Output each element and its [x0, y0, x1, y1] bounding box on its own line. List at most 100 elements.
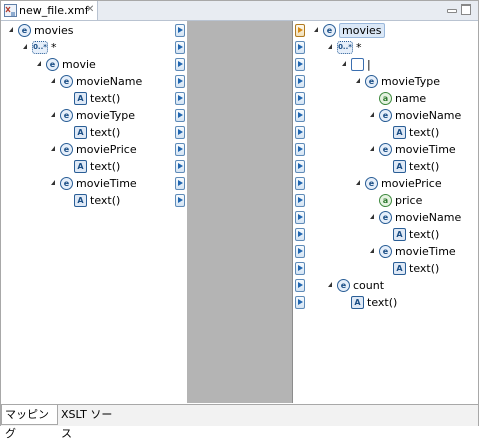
element-icon: e [60, 143, 73, 156]
connector-arrow-icon[interactable] [175, 58, 185, 71]
connector-arrow-icon[interactable] [175, 194, 185, 207]
mapping-area[interactable] [187, 21, 292, 403]
tree-node-label: text() [90, 126, 121, 139]
connector-arrow-icon[interactable] [295, 160, 305, 173]
expand-toggle-icon[interactable] [356, 78, 360, 83]
expand-toggle-icon[interactable] [37, 61, 41, 66]
connector-arrow-icon[interactable] [295, 24, 305, 37]
expand-toggle-icon[interactable] [51, 146, 55, 151]
tree-node-label: text() [409, 262, 440, 275]
expand-toggle-icon[interactable] [328, 44, 332, 49]
connector-arrow-icon[interactable] [175, 143, 185, 156]
connector-arrow-icon[interactable] [175, 177, 185, 190]
tab-xslt-source[interactable]: XSLT ソース [61, 408, 113, 440]
text-node-icon: A [74, 126, 87, 139]
expand-toggle-icon[interactable] [356, 180, 360, 185]
tree-node[interactable]: | [306, 57, 478, 73]
expand-toggle-icon[interactable] [342, 61, 346, 66]
connector-arrow-icon[interactable] [295, 75, 305, 88]
connector-arrow-icon[interactable] [175, 75, 185, 88]
tree-node-label: movieTime [76, 177, 137, 190]
xmf-file-icon [4, 4, 17, 17]
connector-arrow-icon[interactable] [175, 160, 185, 173]
expand-toggle-icon[interactable] [314, 27, 318, 32]
connector-arrow-icon[interactable] [295, 262, 305, 275]
expand-toggle-icon[interactable] [370, 112, 374, 117]
tree-node-label: moviePrice [76, 143, 137, 156]
editor-tab[interactable]: new_file.xmf ✕ [1, 1, 98, 20]
tree-node[interactable]: 0..** [1, 40, 173, 56]
expand-toggle-icon[interactable] [51, 112, 55, 117]
connector-arrow-icon[interactable] [295, 296, 305, 309]
connector-arrow-icon[interactable] [295, 92, 305, 105]
expand-toggle-icon[interactable] [328, 282, 332, 287]
tree-node-label: movieName [76, 75, 143, 88]
maximize-icon[interactable] [461, 4, 471, 15]
expand-toggle-icon[interactable] [370, 214, 374, 219]
tree-node-label: text() [90, 92, 121, 105]
connector-arrow-icon[interactable] [175, 24, 185, 37]
connector-arrow-icon[interactable] [295, 126, 305, 139]
connector-arrow-icon[interactable] [175, 126, 185, 139]
tree-node[interactable]: 0..** [306, 40, 478, 56]
close-icon[interactable]: ✕ [86, 4, 95, 15]
tree-node-label: movieType [76, 109, 136, 122]
connector-arrow-icon[interactable] [295, 109, 305, 122]
connector-arrow-icon[interactable] [295, 194, 305, 207]
text-node-icon: A [74, 194, 87, 207]
connector-arrow-icon[interactable] [295, 41, 305, 54]
connector-arrow-icon[interactable] [175, 92, 185, 105]
tab-mapping[interactable]: マッピング [1, 405, 58, 440]
tree-node-label: text() [367, 296, 398, 309]
connector-arrow-icon[interactable] [295, 177, 305, 190]
tree-node-label: price [395, 194, 423, 207]
connector-arrow-icon[interactable] [295, 143, 305, 156]
expand-toggle-icon[interactable] [9, 27, 13, 32]
element-icon: e [323, 24, 336, 37]
connector-arrow-icon[interactable] [175, 109, 185, 122]
expand-toggle-icon[interactable] [51, 180, 55, 185]
connector-arrow-icon[interactable] [175, 41, 185, 54]
tree-node-label: text() [409, 126, 440, 139]
element-icon: e [379, 245, 392, 258]
connector-arrow-icon[interactable] [295, 245, 305, 258]
connector-arrow-icon[interactable] [295, 58, 305, 71]
connector-arrow-icon[interactable] [295, 279, 305, 292]
tree-node-label: movieTime [395, 245, 456, 258]
connector-arrow-icon[interactable] [295, 211, 305, 224]
element-icon: e [379, 211, 392, 224]
tree-node-label: text() [409, 160, 440, 173]
tree-node-label: text() [409, 228, 440, 241]
expand-toggle-icon[interactable] [51, 78, 55, 83]
expand-toggle-icon[interactable] [370, 248, 374, 253]
minimize-icon[interactable] [446, 4, 457, 14]
expand-toggle-icon[interactable] [23, 44, 27, 49]
expand-toggle-icon[interactable] [370, 146, 374, 151]
connector-arrow-icon[interactable] [295, 228, 305, 241]
